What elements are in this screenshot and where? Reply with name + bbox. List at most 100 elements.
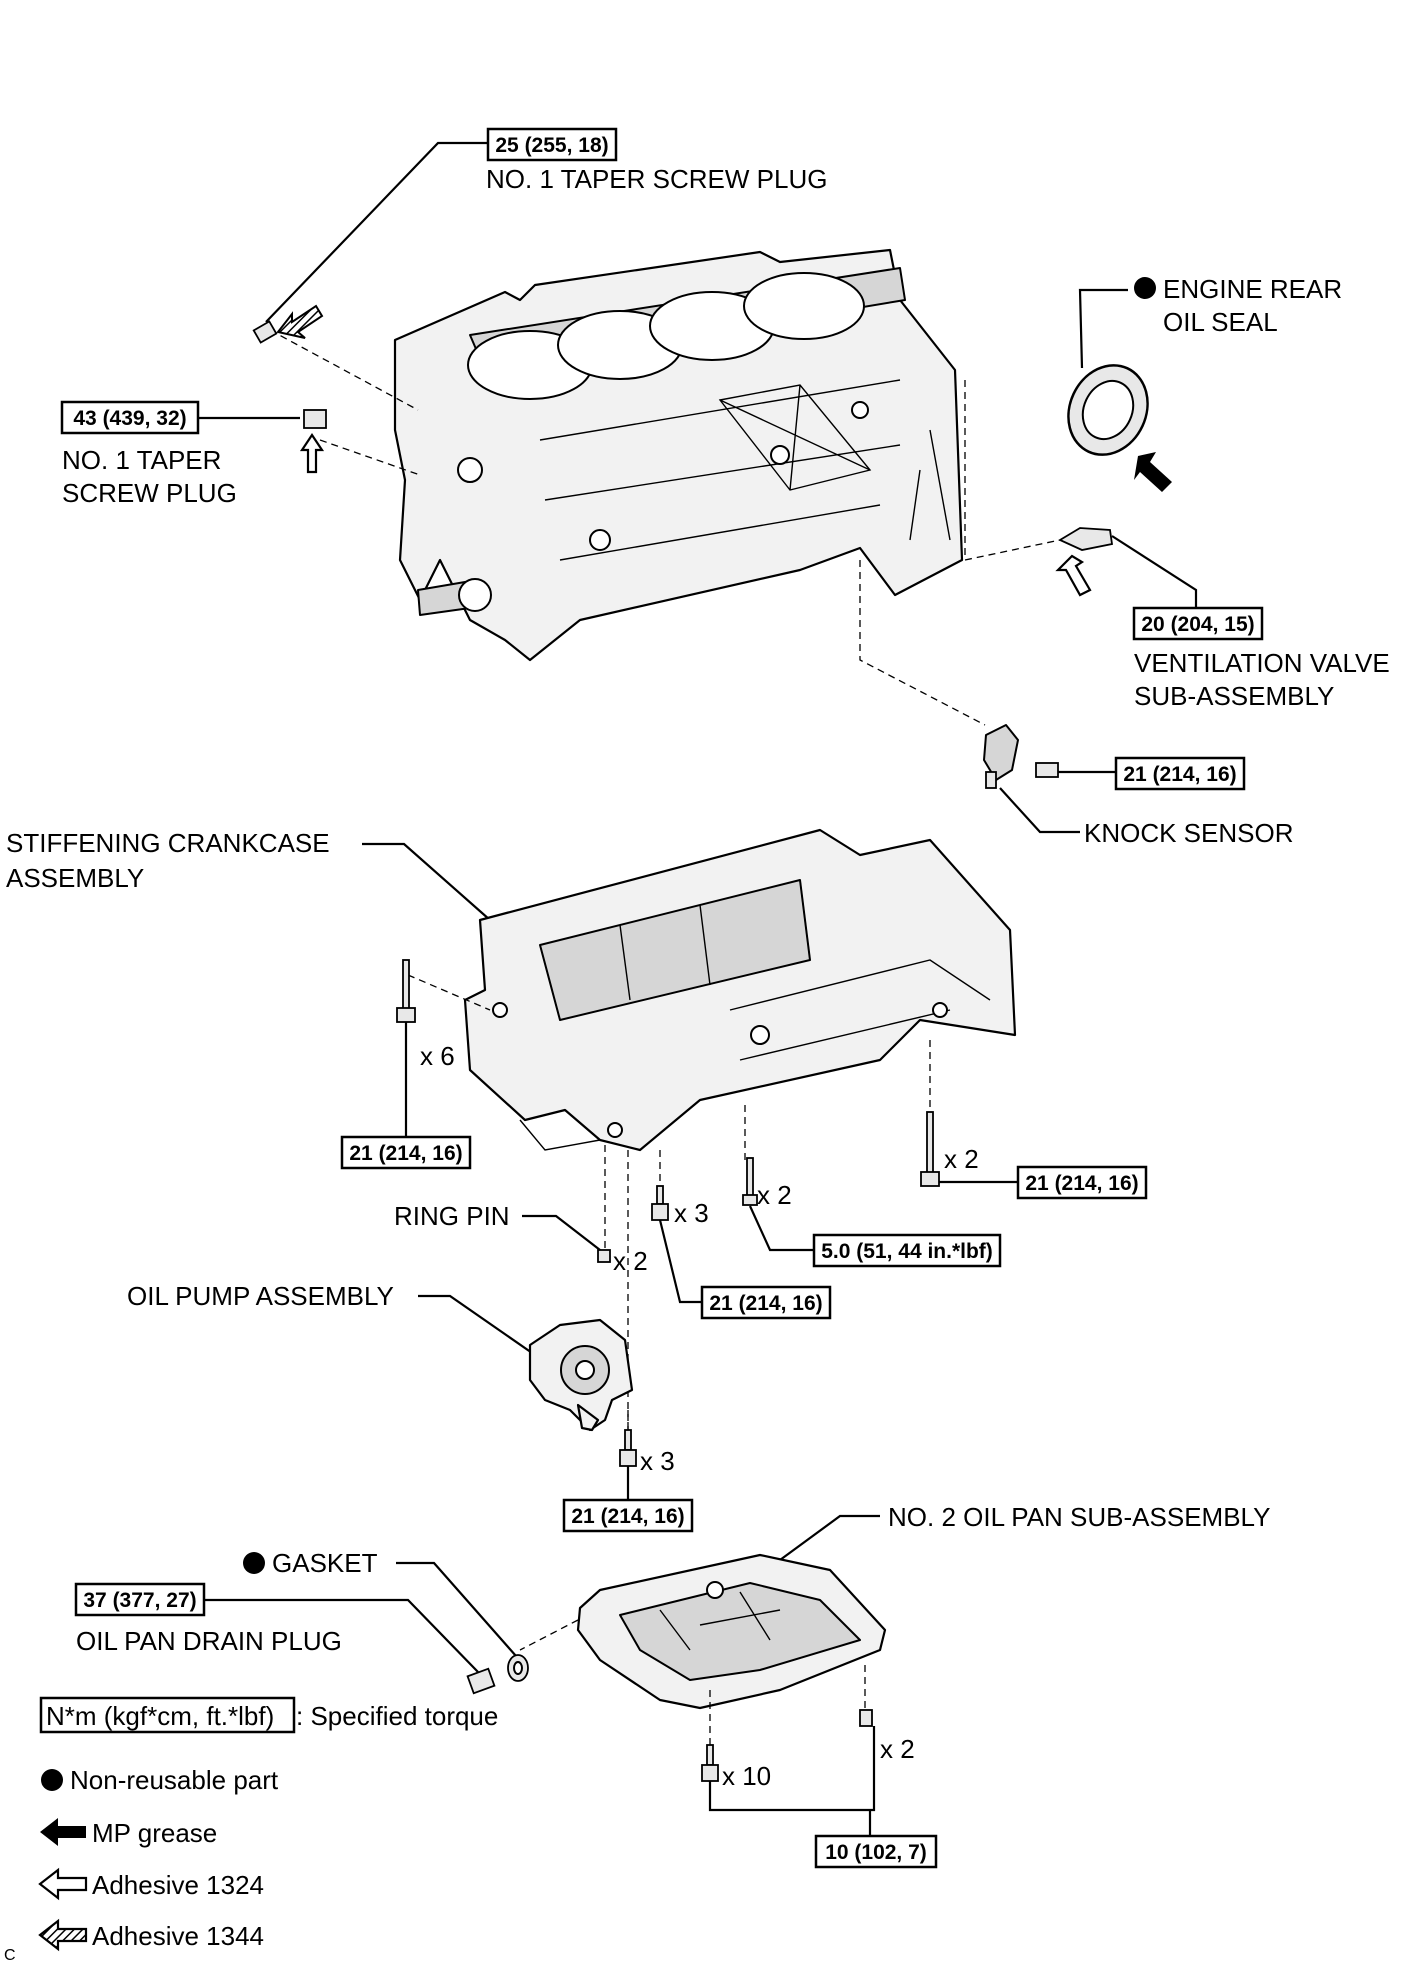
torque-crankcase-long-x2: 5.0 (51, 44 in.*lbf) xyxy=(812,1233,1002,1268)
leader-line xyxy=(779,1514,880,1561)
legend: N*m (kgf*cm, ft.*lbf) : Specified torque… xyxy=(38,1696,498,1952)
ventilation-valve xyxy=(1055,527,1114,597)
torque-value: 21 (214, 16) xyxy=(349,1142,462,1165)
torque-value: 21 (214, 16) xyxy=(571,1505,684,1528)
adhesive-1344-arrow-icon xyxy=(276,304,324,339)
stiffening-crankcase xyxy=(463,828,1017,1152)
cylinder-block xyxy=(393,248,964,662)
label-ring-pin: RING PIN xyxy=(394,1201,510,1231)
non-reusable-part-icon xyxy=(243,1552,265,1574)
torque-drain-plug: 37 (377, 27) xyxy=(74,1582,206,1617)
torque-oil-pump-x3: 21 (214, 16) xyxy=(562,1498,694,1533)
label-rear-oil-seal-1: ENGINE REAR xyxy=(1163,274,1342,304)
leader-line xyxy=(1111,535,1198,610)
label-crankcase-1: STIFFENING CRANKCASE xyxy=(6,828,330,858)
torque-value: 20 (204, 15) xyxy=(1141,613,1254,636)
leader-line xyxy=(999,787,1080,834)
label-taper-plug-left-2: SCREW PLUG xyxy=(62,478,237,508)
knock-sensor xyxy=(983,724,1059,789)
leader-line xyxy=(708,1726,876,1838)
torque-value: 43 (439, 32) xyxy=(73,407,186,430)
adhesive-1324-arrow-icon xyxy=(1055,554,1092,597)
torque-value: 5.0 (51, 44 in.*lbf) xyxy=(821,1240,993,1263)
qty-crankcase-long-bolts: x 2 xyxy=(757,1180,792,1210)
torque-value: 37 (377, 27) xyxy=(83,1589,196,1612)
label-taper-plug-left-1: NO. 1 TAPER xyxy=(62,445,221,475)
assembly-line xyxy=(269,329,419,411)
leader-line xyxy=(396,1561,517,1657)
torque-value: 21 (214, 16) xyxy=(1123,763,1236,786)
leader-line xyxy=(522,1214,601,1251)
engine-rear-oil-seal xyxy=(1067,364,1172,492)
label-rear-oil-seal-2: OIL SEAL xyxy=(1163,307,1278,337)
leader-line xyxy=(265,141,490,323)
legend-torque-box xyxy=(39,1696,296,1734)
torque-taper-plug-top: 25 (255, 18) xyxy=(486,127,618,162)
leader-line xyxy=(418,1294,536,1356)
figure-code: C xyxy=(4,1947,16,1963)
ring-pin xyxy=(597,1249,611,1263)
label-oil-pump: OIL PUMP ASSEMBLY xyxy=(127,1281,394,1311)
oil-pump-bolt-x3 xyxy=(619,1429,637,1467)
legend-adhesive-1324: Adhesive 1324 xyxy=(92,1870,264,1900)
assembly-line xyxy=(319,439,421,476)
adhesive-1324-arrow-icon xyxy=(299,433,325,474)
qty-crankcase-center-bolts: x 3 xyxy=(674,1198,709,1228)
assembly-line xyxy=(407,974,491,1011)
label-knock-sensor: KNOCK SENSOR xyxy=(1084,818,1294,848)
qty-oil-pan-studs: x 2 xyxy=(880,1734,915,1764)
qty-crankcase-right-bolts: x 2 xyxy=(944,1144,979,1174)
oil-pan xyxy=(576,1553,887,1710)
torque-knock-sensor: 21 (214, 16) xyxy=(1114,756,1246,791)
crankcase-long-bolt-x2 xyxy=(742,1157,758,1206)
torque-taper-plug-left: 43 (439, 32) xyxy=(60,400,200,435)
label-gasket: GASKET xyxy=(272,1548,378,1578)
label-drain-plug: OIL PAN DRAIN PLUG xyxy=(76,1626,342,1656)
taper-screw-plug-top xyxy=(252,304,324,344)
gasket xyxy=(507,1654,529,1682)
legend-adhesive-1344: Adhesive 1344 xyxy=(92,1921,264,1951)
mp-grease-arrow-icon xyxy=(40,1818,86,1846)
label-ventilation-valve-2: SUB-ASSEMBLY xyxy=(1134,681,1334,711)
qty-oil-pump-bolts: x 3 xyxy=(640,1446,675,1476)
assembly-line xyxy=(964,380,1061,561)
qty-oil-pan-bolts: x 10 xyxy=(722,1761,771,1791)
leader-line xyxy=(204,1598,479,1673)
torque-value: 25 (255, 18) xyxy=(495,134,608,157)
torque-crankcase-right-x2: 21 (214, 16) xyxy=(1016,1165,1148,1200)
torque-ventilation-valve: 20 (204, 15) xyxy=(1132,606,1264,641)
adhesive-1324-arrow-icon xyxy=(38,1867,88,1901)
crankcase-bolt-right-x2 xyxy=(920,1111,940,1187)
torque-value: 21 (214, 16) xyxy=(709,1292,822,1315)
adhesive-1344-arrow-icon xyxy=(38,1918,88,1952)
torque-oil-pan-bolts: 10 (102, 7) xyxy=(814,1834,938,1869)
legend-torque-unit: N*m (kgf*cm, ft.*lbf) xyxy=(46,1701,274,1731)
oil-pump xyxy=(528,1318,634,1432)
torque-value: 10 (102, 7) xyxy=(825,1841,927,1864)
oil-pan-drain-plug xyxy=(466,1667,496,1695)
torque-crankcase-center-x3: 21 (214, 16) xyxy=(700,1285,832,1320)
legend-mp-grease: MP grease xyxy=(92,1818,217,1848)
assembly-line xyxy=(859,560,986,726)
non-reusable-part-icon xyxy=(1134,277,1156,299)
label-taper-plug-top: NO. 1 TAPER SCREW PLUG xyxy=(486,164,827,194)
label-oil-pan: NO. 2 OIL PAN SUB-ASSEMBLY xyxy=(888,1502,1270,1532)
qty-ring-pins: x 2 xyxy=(613,1246,648,1276)
oil-pan-stud-x2 xyxy=(859,1709,873,1727)
mp-grease-arrow-icon xyxy=(1134,452,1172,492)
label-ventilation-valve-1: VENTILATION VALVE xyxy=(1134,648,1390,678)
leader-line xyxy=(658,1219,704,1304)
leader-line xyxy=(1078,288,1128,369)
legend-torque-desc: : Specified torque xyxy=(296,1701,498,1731)
crankcase-bolt-x6 xyxy=(396,959,416,1023)
crankcase-bolt-center-x3 xyxy=(651,1185,669,1221)
torque-value: 21 (214, 16) xyxy=(1025,1172,1138,1195)
torque-crankcase-x6: 21 (214, 16) xyxy=(340,1135,472,1170)
legend-non-reusable: Non-reusable part xyxy=(70,1765,279,1795)
qty-crankcase-bolts: x 6 xyxy=(420,1041,455,1071)
non-reusable-part-icon xyxy=(41,1769,63,1791)
label-crankcase-2: ASSEMBLY xyxy=(6,863,144,893)
oil-pan-bolt-x10 xyxy=(701,1744,719,1782)
leader-line xyxy=(362,842,491,921)
